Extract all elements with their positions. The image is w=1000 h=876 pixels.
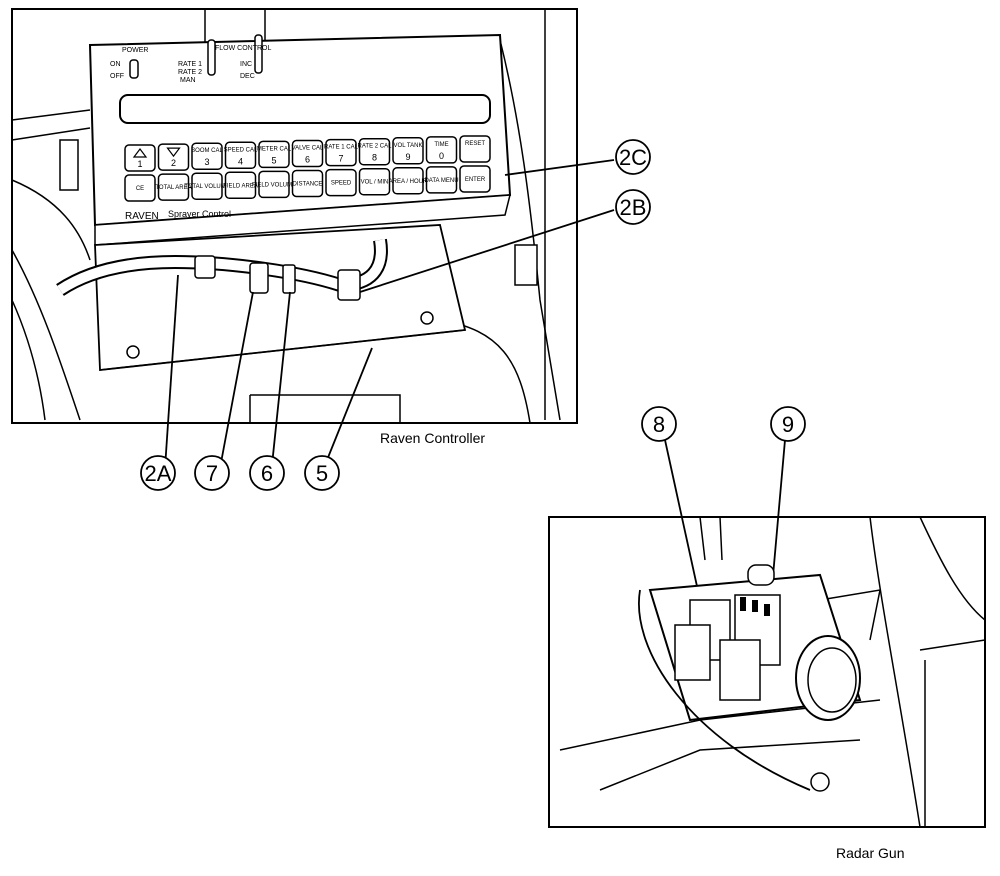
callout-2C: 2C (615, 139, 651, 175)
key-row1-9: TIME 0 (425, 136, 458, 164)
svg-text:7: 7 (206, 461, 218, 486)
power-label: POWER (122, 47, 148, 54)
svg-text:6: 6 (305, 155, 310, 165)
key-row1-2: BOOM CAL 3 (191, 142, 223, 170)
dec-label: DEC (240, 73, 255, 80)
key-row1-0: 1 (124, 144, 156, 172)
svg-text:DISTANCE: DISTANCE (293, 182, 323, 188)
svg-text:5: 5 (316, 461, 328, 486)
svg-text:CE: CE (136, 186, 144, 192)
svg-text:FIELD AREA: FIELD AREA (223, 183, 258, 189)
key-row1-7: RATE 2 CAL 8 (358, 137, 393, 166)
svg-text:SPEED: SPEED (331, 181, 352, 187)
caption-radar-gun: Radar Gun (836, 845, 905, 861)
key-row2-4: FIELD VOLUME (252, 170, 296, 199)
svg-text:VALVE CAL: VALVE CAL (292, 146, 324, 152)
caption-raven-controller: Raven Controller (380, 430, 486, 446)
svg-text:DATA MENU: DATA MENU (424, 178, 458, 184)
man-label: MAN (180, 77, 196, 84)
callout-2B: 2B (615, 189, 651, 225)
svg-text:AREA / HOUR: AREA / HOUR (389, 179, 428, 185)
svg-text:FIELD VOLUME: FIELD VOLUME (252, 182, 296, 188)
svg-text:0: 0 (439, 151, 444, 161)
callout-2A: 2A (140, 455, 176, 491)
key-row2-3: FIELD AREA (223, 171, 258, 200)
svg-text:1: 1 (137, 159, 142, 169)
key-row1-3: SPEED CAL 4 (224, 141, 258, 170)
keypad-row-1: 1 2 BOOM CAL 3 SPEED CAL 4 METER CAL 5 VALVE CAL… (124, 135, 491, 172)
svg-text:RATE 1 CAL: RATE 1 CAL (324, 145, 359, 151)
svg-text:2A: 2A (145, 461, 172, 486)
svg-text:7: 7 (338, 154, 343, 164)
key-row1-5: VALVE CAL 6 (292, 139, 324, 168)
svg-text:2: 2 (171, 158, 176, 168)
rate2-label: RATE 2 (178, 69, 202, 76)
key-row2-1: TOTAL AREA (155, 173, 192, 201)
svg-text:TIME: TIME (434, 142, 448, 148)
svg-text:6: 6 (261, 461, 273, 486)
key-row1-8: VOL TANK 9 (392, 137, 424, 165)
svg-text:4: 4 (238, 156, 243, 166)
key-row1-1: 2 (157, 143, 190, 171)
key-row2-2: TOTAL VOLUME (184, 172, 230, 200)
leader-lines (164, 159, 786, 611)
svg-text:RESET: RESET (465, 141, 485, 147)
rate1-label: RATE 1 (178, 61, 202, 68)
callout-7: 7 (194, 455, 230, 491)
svg-text:2B: 2B (620, 195, 647, 220)
callout-8: 8 (641, 406, 677, 442)
key-row2-0: CE (124, 174, 156, 202)
callout-5: 5 (304, 455, 340, 491)
brand-label: RAVEN (125, 211, 159, 222)
svg-text:2C: 2C (619, 145, 647, 170)
key-row1-6: RATE 1 CAL 7 (324, 138, 359, 167)
svg-text:SPEED CAL: SPEED CAL (224, 147, 258, 153)
svg-text:BOOM CAL: BOOM CAL (191, 148, 223, 154)
key-row1-4: METER CAL 5 (257, 140, 292, 169)
svg-text:9: 9 (405, 152, 410, 162)
svg-text:TOTAL AREA: TOTAL AREA (155, 185, 191, 191)
callout-6: 6 (249, 455, 285, 491)
svg-text:RATE 2 CAL: RATE 2 CAL (358, 144, 393, 150)
svg-text:ENTER: ENTER (465, 177, 486, 183)
radar-gun-panel (548, 516, 986, 828)
key-row2-7: VOL / MIN (358, 167, 391, 196)
key-row2-6: SPEED (325, 168, 357, 197)
off-label: OFF (110, 73, 124, 80)
svg-text:8: 8 (372, 153, 377, 163)
svg-text:8: 8 (653, 412, 665, 437)
svg-text:METER CAL: METER CAL (257, 146, 292, 152)
key-row2-8: AREA / HOUR (389, 167, 428, 195)
inc-label: INC (240, 61, 252, 68)
flow-control-label: FLOW CONTROL (215, 45, 271, 52)
brand-sub-label: Sprayer Control (168, 209, 231, 219)
svg-text:VOL / MIN: VOL / MIN (361, 180, 389, 186)
key-row2-10: ENTER (459, 165, 491, 193)
svg-text:5: 5 (271, 155, 276, 165)
svg-text:VOL TANK: VOL TANK (394, 143, 423, 149)
svg-text:9: 9 (782, 412, 794, 437)
on-label: ON (110, 61, 121, 68)
raven-controller-panel (11, 8, 578, 424)
callout-9: 9 (770, 406, 806, 442)
key-row2-5: DISTANCE (291, 169, 324, 198)
svg-text:TOTAL VOLUME: TOTAL VOLUME (184, 184, 230, 190)
key-row1-10: RESET (459, 135, 491, 163)
svg-text:3: 3 (204, 157, 209, 167)
key-row2-9: DATA MENU (424, 166, 459, 194)
